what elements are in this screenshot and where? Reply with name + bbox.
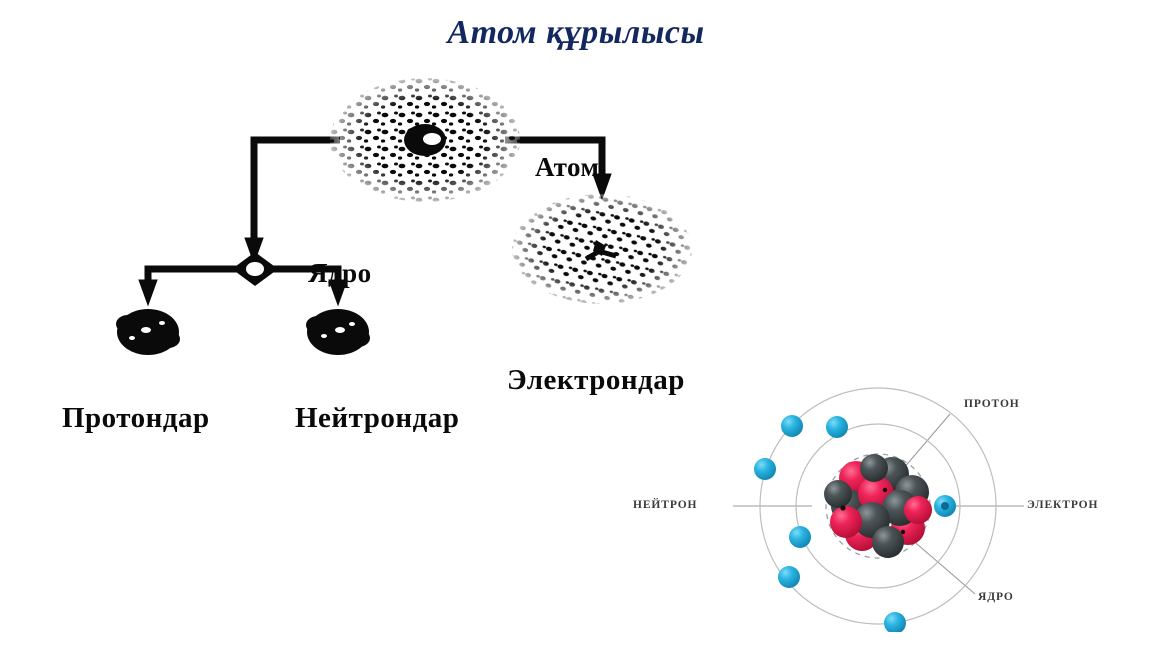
electron-inner-2 <box>789 526 811 548</box>
atom-label-nucleus: ЯДРО <box>978 591 1014 603</box>
tree-label-electrons: Электрондар <box>507 364 685 396</box>
atom-label-electron: ЭЛЕКТРОН <box>1027 499 1099 511</box>
bohr-atom-graphic <box>733 387 1024 632</box>
proton-blob-illustration <box>116 309 180 355</box>
electron-inner-1 <box>826 416 848 438</box>
electron-group <box>754 415 956 632</box>
atom-structure-tree-diagram: Атом Ядро Электрондар Протондар Нейтронд… <box>40 62 780 434</box>
tree-label-atom: Атом <box>535 152 600 182</box>
page-title: Атом құрылысы <box>447 14 705 51</box>
electron-outer-1 <box>781 415 803 437</box>
bohr-atom-illustration: ПРОТОН НЕЙТРОН ЭЛЕКТРОН ЯДРО <box>600 382 1152 632</box>
neutron-blob-illustration <box>306 309 370 355</box>
nucleus-cluster <box>824 454 932 558</box>
electron-outer-2 <box>754 458 776 480</box>
electron-outer-4 <box>884 612 906 632</box>
tree-label-neutrons: Нейтрондар <box>295 402 460 434</box>
tree-connectors <box>138 136 612 307</box>
tree-diagram-graphic <box>116 78 692 355</box>
electron-outer-3 <box>778 566 800 588</box>
electron-labeled <box>934 495 956 517</box>
atom-cloud-illustration <box>330 78 520 202</box>
nucleus-node-icon <box>232 252 278 286</box>
tree-label-protons: Протондар <box>62 402 210 434</box>
electron-cloud-illustration <box>512 194 692 304</box>
outer-orbit <box>759 387 997 625</box>
atom-label-neutron: НЕЙТРОН <box>633 499 698 511</box>
atom-label-proton: ПРОТОН <box>964 398 1020 410</box>
inner-orbit <box>795 423 961 589</box>
tree-label-nucleus: Ядро <box>308 258 372 288</box>
